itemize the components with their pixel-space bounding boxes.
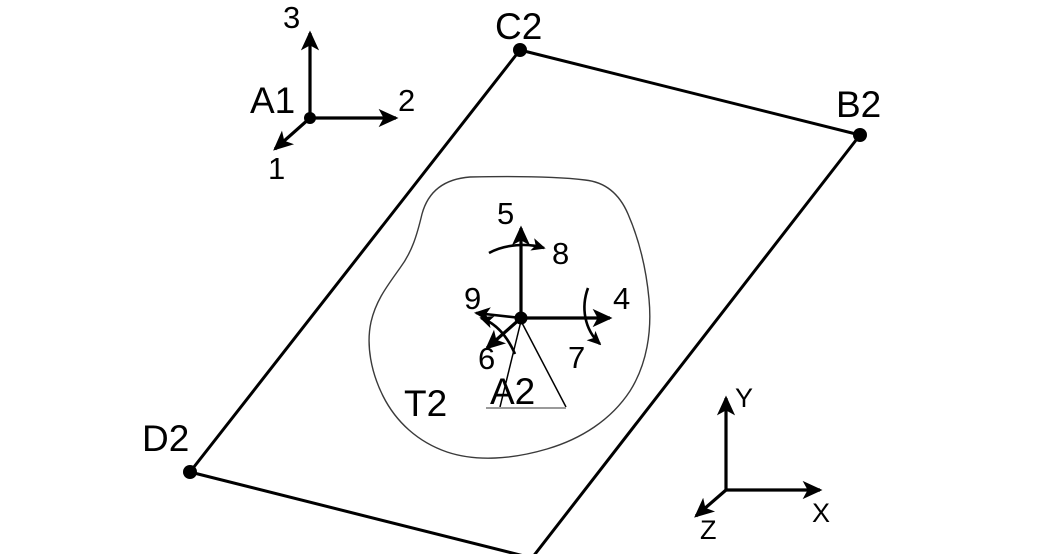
world-axis-label-z: Z xyxy=(700,515,717,545)
plate-corner-dots xyxy=(183,43,867,479)
leader-line-a2-right xyxy=(520,320,567,408)
axis-label-1: 1 xyxy=(268,151,286,186)
world-axis-label-x: X xyxy=(812,498,831,528)
corner-label-d2: D2 xyxy=(142,418,190,459)
axis-arrow-6 xyxy=(485,316,523,350)
frame-a1-axes xyxy=(273,30,399,151)
axis-label-6: 6 xyxy=(478,341,496,376)
rotation-arc-8 xyxy=(488,238,546,255)
frame-label-a2: A2 xyxy=(490,371,536,412)
axis-label-3: 3 xyxy=(283,0,301,35)
axis-label-5: 5 xyxy=(497,196,515,231)
blob-label-t2: T2 xyxy=(404,383,448,424)
frame-origin-dot-a1 xyxy=(304,112,316,124)
axis-label-9: 9 xyxy=(464,281,482,316)
plate-outline xyxy=(188,48,862,554)
axis-label-8: 8 xyxy=(552,236,570,271)
plate-edge-d2-c2 xyxy=(188,48,522,474)
plate-edge-c2-b2 xyxy=(518,48,862,137)
frame-label-a1: A1 xyxy=(250,80,296,121)
blob-outline-t2 xyxy=(368,175,651,459)
plate-face xyxy=(190,50,860,554)
a2-label-leader xyxy=(486,320,567,409)
rotation-arc-7 xyxy=(583,287,602,346)
corner-dot-b2 xyxy=(853,128,867,142)
axis-arrow-9 xyxy=(473,307,522,322)
frame-a2-translation-axes xyxy=(485,225,613,350)
world-axis-label-y: Y xyxy=(735,383,754,413)
corner-dot-c2 xyxy=(513,43,527,57)
axis-label-2: 2 xyxy=(398,83,416,118)
axis-label-7: 7 xyxy=(568,340,586,375)
plate-edge-b2-a2 xyxy=(533,133,862,554)
corner-label-c2: C2 xyxy=(495,6,543,47)
plate-edge-a2-d2 xyxy=(188,470,523,554)
world-axes-triad xyxy=(694,395,823,518)
axis-arrow-1 xyxy=(273,116,312,151)
corner-dot-d2 xyxy=(183,465,197,479)
corner-label-b2: B2 xyxy=(836,84,882,125)
frame-origin-dot-a2 xyxy=(514,311,528,325)
leader-line-a2-left xyxy=(499,320,522,408)
frame-a2-rotation-arcs xyxy=(473,238,602,355)
world-axis-arrow-z xyxy=(694,488,728,518)
axis-label-4: 4 xyxy=(613,281,631,316)
